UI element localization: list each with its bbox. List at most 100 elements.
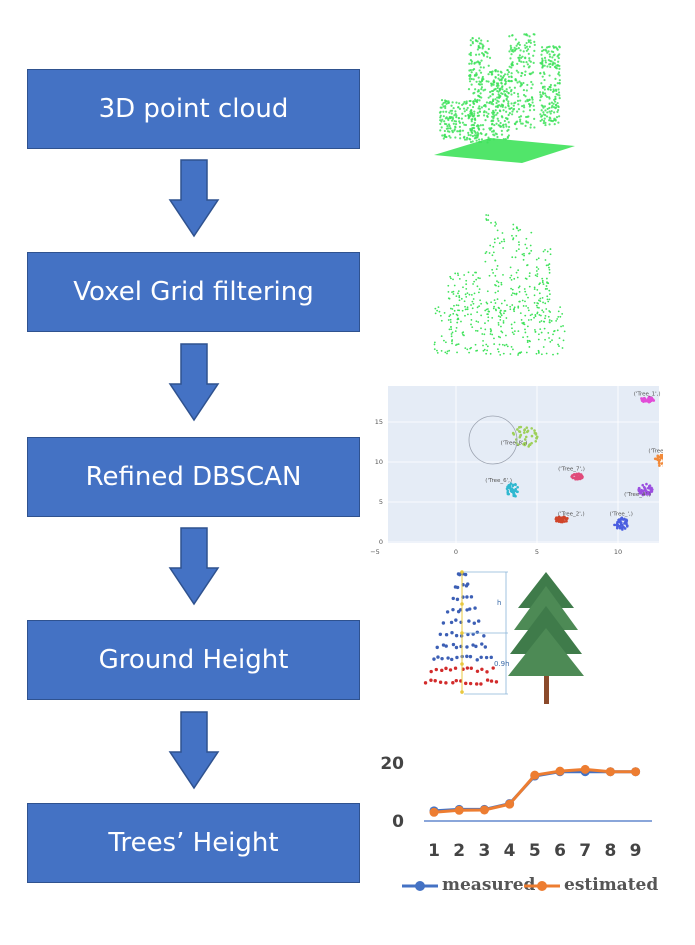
point-cloud-dot bbox=[519, 49, 522, 52]
point-cloud-dot bbox=[491, 93, 494, 96]
cluster-point bbox=[508, 484, 512, 488]
voxel-dot bbox=[559, 306, 562, 309]
point-cloud-dot bbox=[510, 72, 513, 75]
point-cloud-dot bbox=[510, 75, 513, 78]
point-cloud-dot bbox=[533, 108, 536, 111]
voxel-dot bbox=[513, 330, 516, 332]
cluster-label: ('Tree_4',) bbox=[624, 492, 651, 498]
point-cloud-dot bbox=[454, 125, 457, 128]
point-cloud-dot bbox=[539, 119, 542, 123]
voxel-dot bbox=[482, 349, 485, 352]
voxel-dot bbox=[557, 343, 559, 346]
voxel-dot bbox=[472, 283, 474, 285]
cluster-point bbox=[645, 482, 648, 486]
voxel-dot bbox=[556, 318, 559, 320]
down-arrow-icon bbox=[168, 343, 220, 422]
cluster-point bbox=[640, 397, 643, 400]
voxel-dot bbox=[544, 288, 547, 290]
voxel-dot bbox=[542, 301, 544, 304]
point-cloud-dot bbox=[506, 69, 509, 72]
point-cloud-dot bbox=[461, 103, 464, 107]
voxel-dot bbox=[492, 251, 495, 254]
point-cloud-dot bbox=[476, 124, 479, 127]
step-label: Trees’ Height bbox=[108, 828, 279, 858]
voxel-dot bbox=[523, 288, 526, 290]
voxel-dot bbox=[558, 345, 560, 348]
voxel-dot bbox=[475, 320, 478, 323]
point-cloud-dot bbox=[477, 95, 481, 98]
voxel-dot bbox=[528, 346, 531, 348]
voxel-dot bbox=[485, 250, 488, 253]
point-cloud-dot bbox=[507, 75, 511, 78]
point-cloud-dot bbox=[442, 110, 445, 113]
voxel-dot bbox=[465, 279, 468, 282]
point-cloud-dot bbox=[480, 39, 483, 42]
point-cloud-dot bbox=[531, 98, 534, 101]
voxel-dot bbox=[494, 221, 497, 224]
point-cloud-dot bbox=[546, 107, 549, 111]
voxel-dot bbox=[494, 259, 497, 262]
cluster-point bbox=[616, 520, 619, 524]
tree-point bbox=[434, 667, 438, 672]
y-tick-label: 5 bbox=[379, 498, 383, 506]
voxel-dot bbox=[517, 305, 520, 308]
point-cloud-dot bbox=[525, 45, 529, 48]
voxel-dot bbox=[495, 284, 497, 287]
point-cloud-dot bbox=[475, 61, 478, 64]
cluster-point bbox=[621, 523, 624, 527]
voxel-dot bbox=[484, 328, 487, 331]
voxel-dot bbox=[491, 333, 494, 336]
point-cloud-dot bbox=[529, 60, 532, 63]
point-cloud-dot bbox=[523, 106, 526, 109]
voxel-dot bbox=[452, 278, 454, 281]
voxel-dot bbox=[475, 278, 478, 281]
point-cloud-dot bbox=[447, 118, 450, 122]
voxel-dot bbox=[461, 309, 464, 312]
point-cloud-dot bbox=[503, 73, 507, 76]
point-cloud-dot bbox=[471, 131, 474, 135]
cluster-point bbox=[648, 493, 651, 496]
point-cloud-dot bbox=[558, 64, 561, 68]
point-cloud-dot bbox=[512, 107, 516, 111]
cluster-point bbox=[626, 524, 629, 527]
tree-point bbox=[429, 669, 433, 674]
point-cloud-dot bbox=[558, 53, 561, 56]
point-cloud-dot bbox=[500, 78, 503, 81]
point-cloud-dot bbox=[465, 138, 468, 141]
voxel-dot bbox=[479, 277, 481, 280]
voxel-dot bbox=[443, 339, 445, 342]
voxel-dot bbox=[520, 351, 523, 354]
voxel-dot bbox=[452, 312, 455, 315]
point-cloud-dot bbox=[440, 126, 443, 129]
cluster-point bbox=[643, 487, 647, 490]
point-cloud-dot bbox=[487, 73, 490, 76]
voxel-dot bbox=[443, 312, 446, 314]
point-cloud-dot bbox=[517, 108, 521, 111]
point-cloud-dot bbox=[516, 110, 519, 113]
x-tick-label: 9 bbox=[630, 841, 642, 861]
step-label: Refined DBSCAN bbox=[85, 462, 302, 492]
voxel-dot bbox=[484, 322, 486, 325]
voxel-dot bbox=[518, 285, 521, 288]
voxel-dot bbox=[538, 321, 541, 323]
voxel-dot bbox=[503, 240, 506, 243]
point-cloud-dot bbox=[492, 138, 495, 141]
voxel-dot bbox=[547, 332, 550, 334]
point-cloud-dot bbox=[524, 46, 527, 50]
point-cloud-dot bbox=[452, 106, 455, 110]
point-cloud-dot bbox=[530, 96, 534, 99]
point-cloud-dot bbox=[500, 82, 503, 85]
voxel-dot bbox=[505, 317, 508, 319]
point-cloud-dot bbox=[484, 88, 487, 91]
tree-point bbox=[435, 645, 439, 650]
tree-point bbox=[444, 666, 448, 671]
point-cloud-dot bbox=[469, 51, 473, 54]
point-cloud-dot bbox=[463, 100, 466, 104]
cluster-point bbox=[564, 516, 567, 520]
down-arrow-icon bbox=[168, 527, 220, 606]
voxel-dot bbox=[552, 353, 554, 356]
tree-point bbox=[441, 621, 446, 625]
voxel-dot bbox=[539, 300, 542, 303]
point-cloud-dot bbox=[442, 115, 445, 118]
point-cloud-dot bbox=[470, 83, 473, 86]
